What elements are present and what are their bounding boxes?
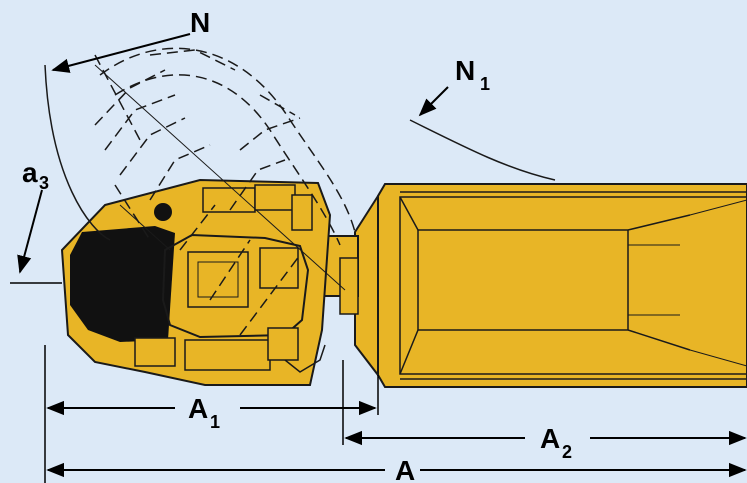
rear-body: [377, 183, 747, 388]
label-a2-subscript: 2: [562, 442, 572, 462]
callout-arrows: [17, 33, 449, 274]
label-a2: A: [540, 423, 560, 454]
label-a3-subscript: 3: [39, 173, 49, 193]
label-n1-subscript: 1: [480, 74, 490, 94]
label-a3: a: [22, 157, 38, 188]
label-a1-subscript: 1: [210, 412, 220, 432]
label-n: N: [190, 7, 210, 38]
front-body: [60, 178, 332, 386]
rotation-reference-lines: [94, 64, 346, 291]
label-n1: N: [455, 55, 475, 86]
lamp-icon: [154, 203, 172, 221]
label-a1: A: [188, 393, 208, 424]
label-a-total: A: [395, 455, 415, 483]
turning-arcs: [44, 64, 556, 241]
turned-position-outline: [94, 47, 356, 336]
extension-lines: [10, 282, 379, 483]
